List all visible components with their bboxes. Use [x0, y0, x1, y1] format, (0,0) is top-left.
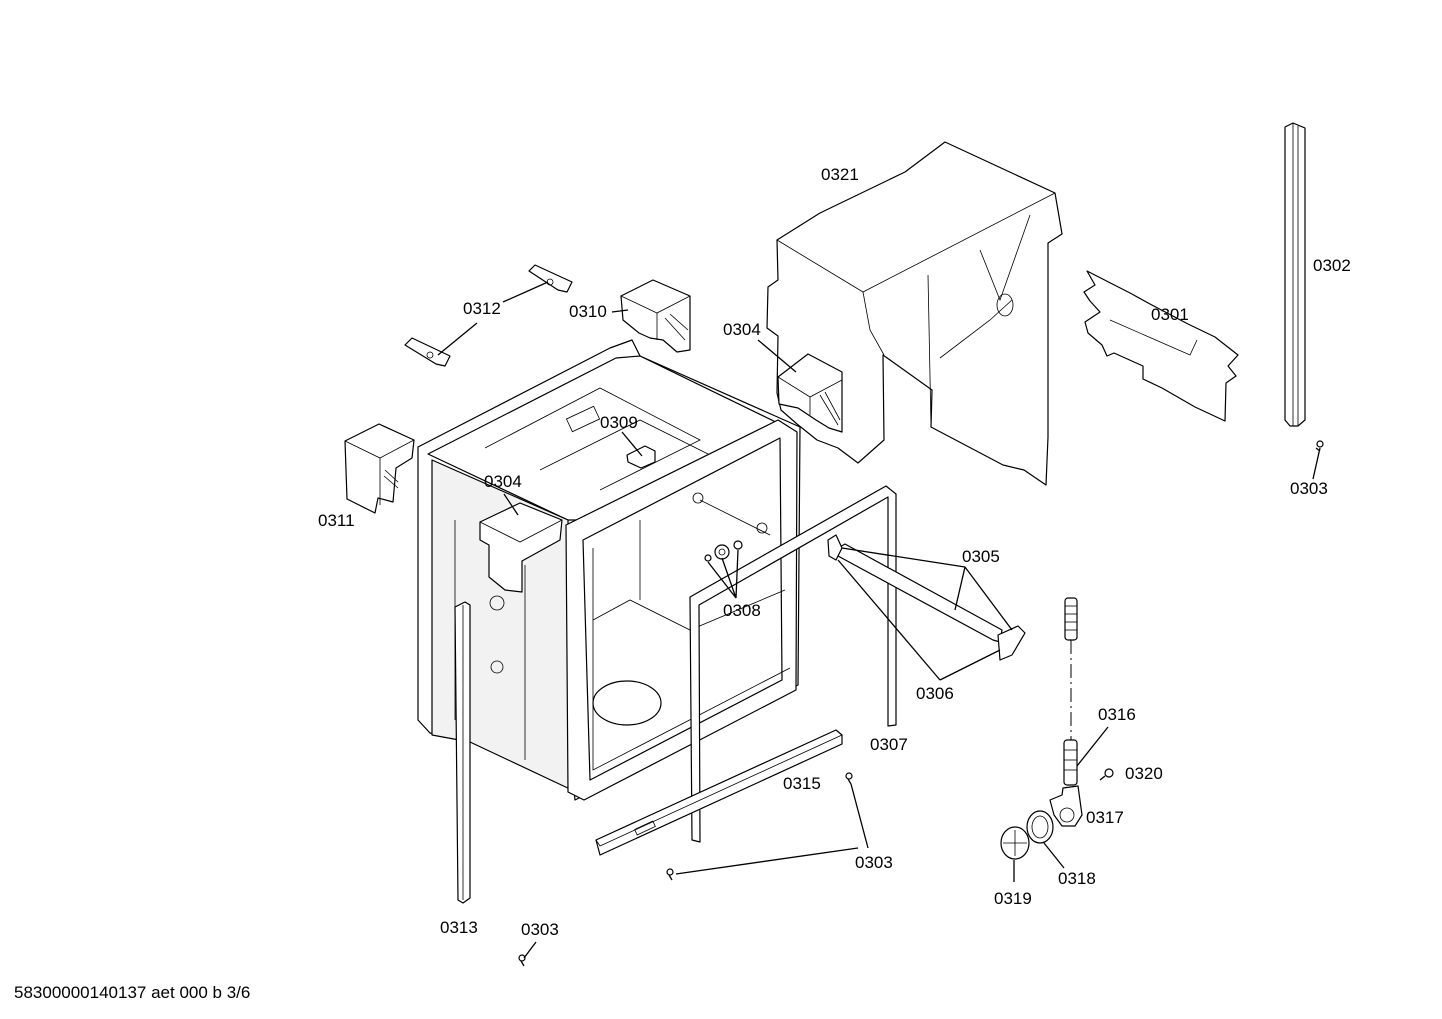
document-id: 58300000140137 aet 000 b 3/6 — [14, 983, 250, 1002]
part-0303-screw-lower-left — [518, 954, 526, 967]
part-0311-side-block — [344, 423, 415, 514]
label-0308: 0308 — [723, 601, 761, 620]
part-0308-fasteners — [704, 540, 743, 562]
part-0303-screw-center — [845, 772, 853, 785]
part-0315-kick-plate — [595, 729, 843, 856]
label-0313: 0313 — [440, 918, 478, 937]
part-0302-side-strip — [1284, 122, 1306, 427]
label-0317: 0317 — [1086, 808, 1124, 827]
label-0307: 0307 — [870, 735, 908, 754]
part-0319-cap — [1000, 826, 1030, 860]
label-0304-lower: 0304 — [484, 472, 522, 491]
part-0307-door-gasket — [689, 485, 897, 843]
label-0316: 0316 — [1098, 705, 1136, 724]
label-0318: 0318 — [1058, 869, 1096, 888]
label-0303-lower-left: 0303 — [521, 920, 559, 939]
part-0304-bracket-lower — [479, 502, 563, 593]
part-0316-hose — [1063, 597, 1078, 786]
part-0318-ring — [1026, 810, 1054, 844]
label-0310: 0310 — [569, 302, 607, 321]
part-0303-screw-bottom — [666, 868, 674, 881]
label-0311: 0311 — [318, 511, 355, 530]
part-0312-hinge-clip-2 — [404, 337, 451, 367]
label-0306: 0306 — [916, 684, 954, 703]
label-0303-center: 0303 — [855, 853, 893, 872]
label-0315: 0315 — [783, 774, 821, 793]
part-0313-left-strip — [454, 601, 471, 904]
label-0319: 0319 — [994, 889, 1032, 908]
label-0320: 0320 — [1125, 764, 1163, 783]
label-0321: 0321 — [821, 165, 859, 184]
part-0304-bracket-upper — [777, 353, 843, 433]
label-0309: 0309 — [600, 413, 638, 432]
label-0312: 0312 — [463, 299, 501, 318]
label-0301: 0301 — [1151, 305, 1189, 324]
part-0312-hinge-clip-1 — [528, 264, 573, 293]
part-0317-elbow — [1049, 785, 1083, 827]
part-0301-rear-plate — [1083, 270, 1239, 422]
part-0309-clip — [626, 445, 656, 469]
part-0310-connector-block — [620, 279, 691, 353]
label-0305: 0305 — [962, 547, 1000, 566]
part-0320-screw — [1099, 768, 1114, 781]
label-0303-right: 0303 — [1290, 479, 1328, 498]
label-0302: 0302 — [1313, 256, 1351, 275]
leader-lines — [437, 281, 1321, 959]
part-0305-rail — [827, 534, 1026, 661]
label-0304-upper: 0304 — [723, 320, 761, 339]
part-0321-insulation-cover — [766, 141, 1063, 486]
